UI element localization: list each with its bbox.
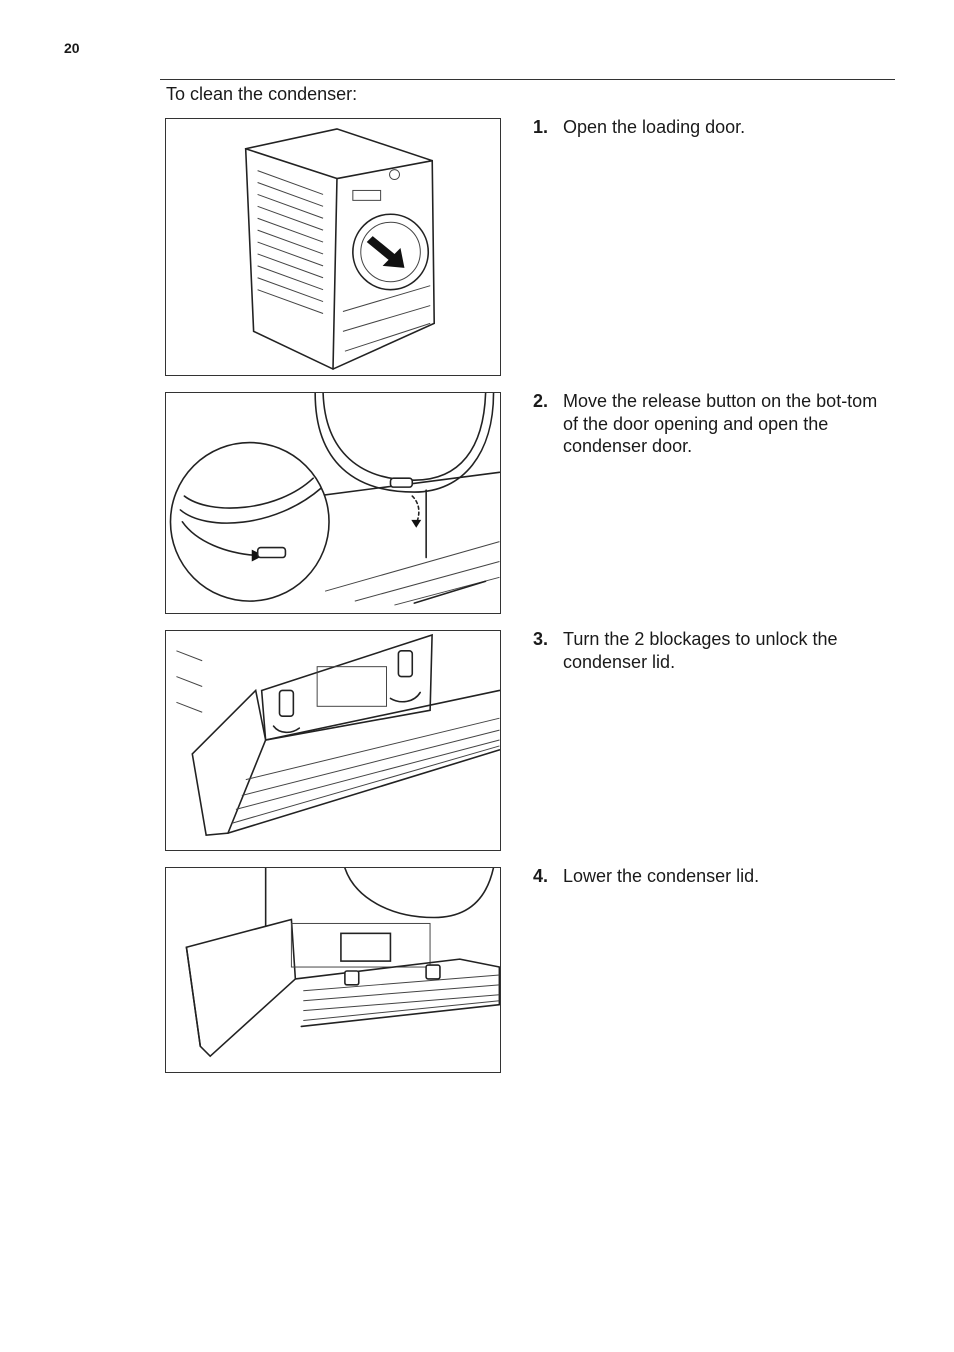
- release-button-icon: [169, 393, 500, 606]
- step-4-text: Lower the condenser lid.: [563, 866, 760, 886]
- step-2: 2. Move the release button on the bot-to…: [533, 390, 893, 458]
- figure-step-3: [165, 630, 501, 851]
- page-number: 20: [64, 40, 80, 56]
- step-3-number: 3.: [533, 629, 549, 649]
- step-4-number: 4.: [533, 866, 549, 886]
- lower-lid-icon: [185, 868, 500, 1058]
- dryer-open-door-icon: [244, 128, 436, 370]
- step-1-text: Open the loading door.: [563, 117, 746, 137]
- step-1: 1. Open the loading door.: [533, 116, 893, 139]
- intro-text: To clean the condenser:: [166, 84, 358, 104]
- step-2-number: 2.: [533, 391, 549, 411]
- figure-step-1: [165, 118, 501, 376]
- step-2-text: Move the release button on the bot-tom o…: [563, 391, 878, 456]
- figure-step-4: [165, 867, 501, 1073]
- header-divider: [160, 79, 895, 80]
- step-3: 3. Turn the 2 blockages to unlock the co…: [533, 628, 893, 673]
- unlock-blockages-icon: [176, 633, 500, 836]
- step-1-number: 1.: [533, 117, 549, 137]
- step-4: 4. Lower the condenser lid.: [533, 865, 893, 888]
- figure-step-2: [165, 392, 501, 614]
- step-3-text: Turn the 2 blockages to unlock the conde…: [563, 629, 838, 672]
